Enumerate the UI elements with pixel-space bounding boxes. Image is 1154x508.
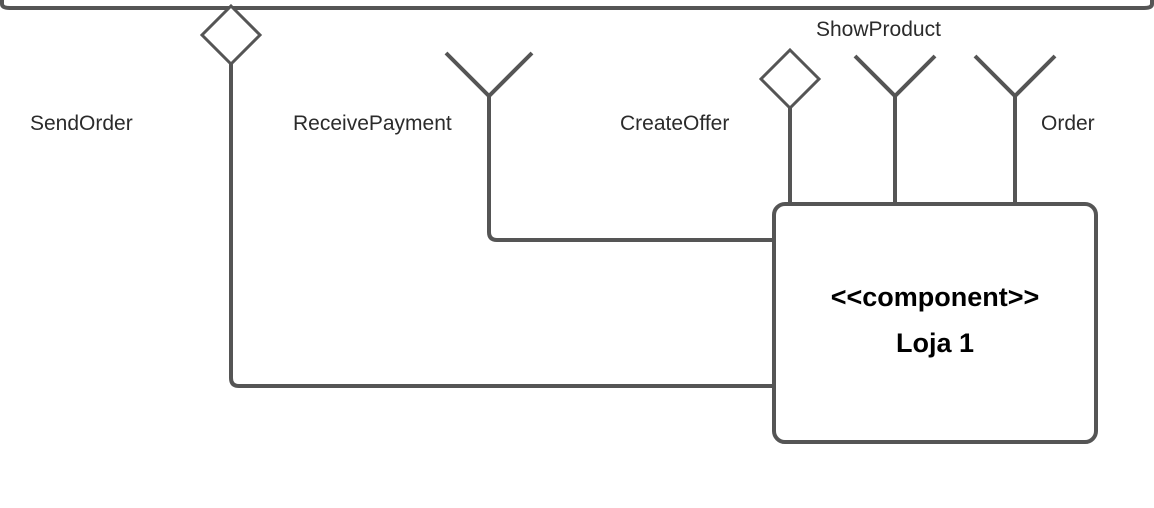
receive-payment-socket-icon[interactable] [444,51,534,99]
order-label: Order [1041,112,1095,135]
component-loja-1[interactable]: <<component>> Loja 1 [772,202,1098,444]
show-product-socket-icon[interactable] [853,54,937,99]
connector-receive-payment [487,94,776,242]
send-order-port-icon[interactable] [199,3,263,67]
order-socket-icon[interactable] [973,54,1057,99]
component-name: Loja 1 [896,328,974,358]
receive-payment-label: ReceivePayment [293,112,452,135]
connector-send-order [229,62,776,388]
show-product-label: ShowProduct [816,18,941,41]
component-box[interactable] [772,202,1098,444]
create-offer-port-icon[interactable] [758,47,822,111]
create-offer-label: CreateOffer [620,112,729,135]
send-order-label: SendOrder [30,112,133,135]
component-stereotype: <<component>> [831,282,1040,312]
frame-border [0,0,1154,10]
